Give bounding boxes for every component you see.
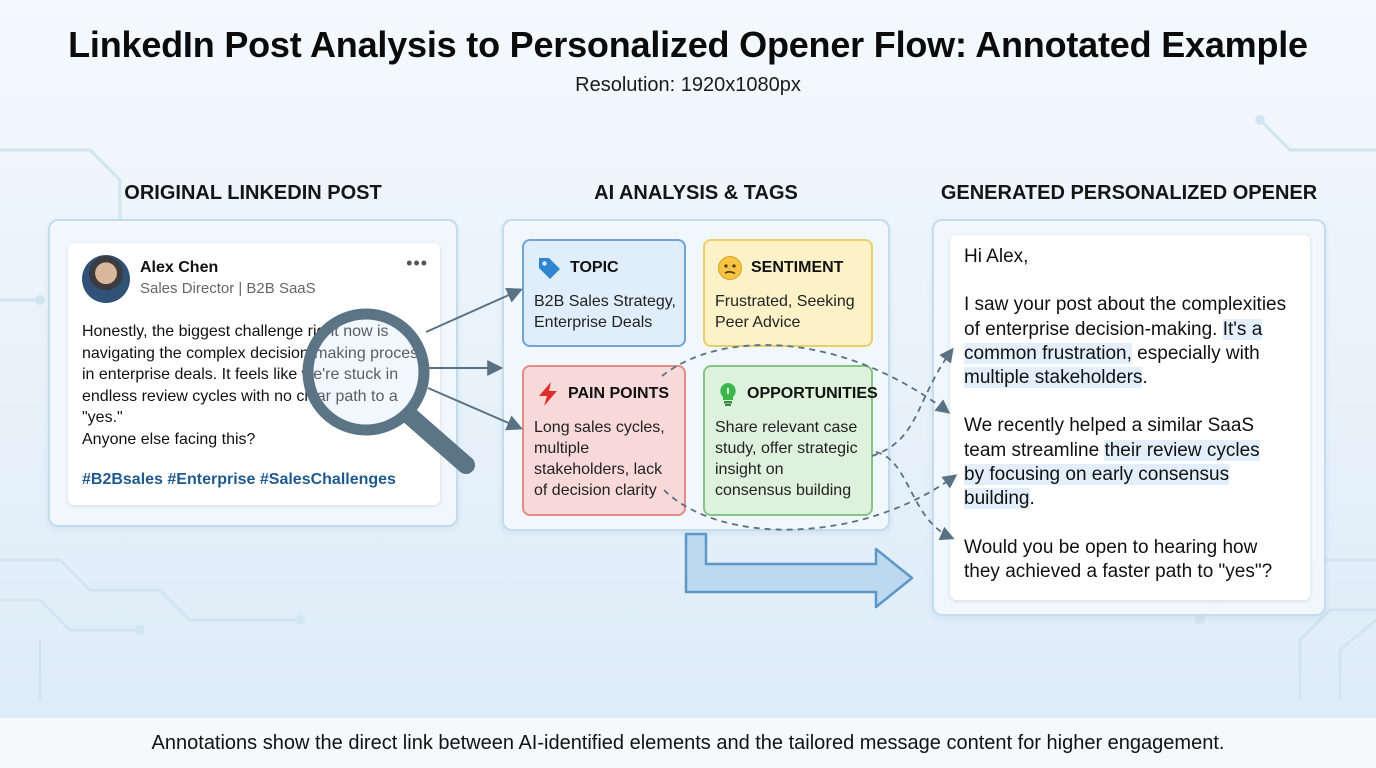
more-horizontal-icon[interactable]: •••	[406, 253, 428, 273]
opener-greeting: Hi Alex,	[964, 246, 1029, 267]
post-author-title: Sales Director | B2B SaaS	[140, 280, 316, 297]
highlighted-phrase: multiple stakeholders	[964, 367, 1143, 389]
opener-text-fragment: especially with	[1131, 342, 1260, 364]
sentiment-body: Frustrated, Seeking Peer Advice	[715, 291, 855, 333]
confused-face-icon	[718, 256, 742, 280]
tag-line: Long sales cycles,	[534, 419, 665, 436]
opener-line: team streamline their review cycles	[964, 439, 1304, 463]
highlighted-phrase: It's a	[1222, 318, 1263, 340]
tag-line: Peer Advice	[715, 314, 801, 331]
opener-line: by focusing on early consensus	[964, 463, 1304, 487]
pain-points-tag-card[interactable]: PAIN POINTS Long sales cycles, multiple …	[522, 365, 686, 516]
tag-line: Frustrated, Seeking	[715, 293, 855, 310]
post-line: Anyone else facing this?	[82, 430, 256, 448]
footer-caption: Annotations show the direct link between…	[0, 718, 1376, 768]
post-line: "yes."	[82, 409, 123, 426]
tag-line: Enterprise Deals	[534, 314, 653, 331]
sentiment-label: SENTIMENT	[751, 259, 844, 276]
opener-line: common frustration, especially with	[964, 342, 1304, 366]
tag-line: multiple	[534, 440, 590, 457]
avatar[interactable]	[82, 255, 130, 303]
page-title: LinkedIn Post Analysis to Personalized O…	[68, 24, 1308, 65]
topic-body: B2B Sales Strategy, Enterprise Deals	[534, 291, 676, 333]
flow-arrow-icon	[684, 532, 914, 609]
opener-message-card[interactable]: Hi Alex, I saw your post about the compl…	[950, 235, 1310, 600]
post-author[interactable]: Alex Chen	[140, 259, 219, 276]
post-line: Honestly, the biggest challenge right no…	[82, 323, 389, 340]
sentiment-tag-card[interactable]: SENTIMENT Frustrated, Seeking Peer Advic…	[703, 239, 873, 347]
post-body: Honestly, the biggest challenge right no…	[82, 321, 428, 450]
opener-text-fragment: .	[1029, 488, 1035, 510]
opener-line: they achieved a faster path to "yes"?	[964, 560, 1273, 582]
opener-line: We recently helped a similar SaaS	[964, 415, 1255, 437]
linkedin-post-card[interactable]: Alex Chen Sales Director | B2B SaaS ••• …	[68, 243, 440, 505]
page-subtitle: Resolution: 1920x1080px	[575, 74, 801, 96]
opener-paragraph-2: We recently helped a similar SaaS team s…	[964, 414, 1304, 511]
analysis-panel: TOPIC B2B Sales Strategy, Enterprise Dea…	[502, 219, 890, 531]
lightning-bolt-icon	[539, 382, 557, 406]
opener-line: Would you be open to hearing how	[964, 536, 1258, 558]
highlighted-phrase: building	[964, 488, 1030, 510]
opener-line: I saw your post about the complexities	[964, 294, 1287, 316]
opener-line: building.	[964, 487, 1304, 511]
tag-line: B2B Sales Strategy,	[534, 293, 676, 310]
post-line: endless review cycles with no clear path…	[82, 387, 398, 405]
opener-paragraph-3: Would you be open to hearing how they ac…	[964, 536, 1304, 585]
tag-line: study, offer strategic	[715, 440, 858, 457]
tag-line: stakeholders, lack	[534, 461, 663, 478]
opener-column-heading: GENERATED PERSONALIZED OPENER	[940, 182, 1318, 204]
highlighted-phrase: by focusing on early consensus	[964, 464, 1230, 486]
tag-icon	[539, 258, 560, 279]
opener-paragraph-1: I saw your post about the complexities o…	[964, 293, 1304, 390]
pain-points-body: Long sales cycles, multiple stakeholders…	[534, 417, 665, 501]
opener-panel: Hi Alex, I saw your post about the compl…	[932, 219, 1326, 616]
topic-tag-card[interactable]: TOPIC B2B Sales Strategy, Enterprise Dea…	[522, 239, 686, 347]
post-column-heading: ORIGINAL LINKEDIN POST	[124, 182, 382, 204]
tag-line: consensus building	[715, 482, 852, 499]
post-line: navigating the complex decision-making p…	[82, 344, 419, 362]
opener-line: multiple stakeholders.	[964, 366, 1304, 390]
lightbulb-icon	[720, 383, 736, 406]
opener-text-fragment: .	[1142, 367, 1148, 389]
pain-points-label: PAIN POINTS	[568, 385, 670, 402]
tag-line: insight on	[715, 461, 784, 478]
opener-message: Hi Alex, I saw your post about the compl…	[964, 245, 1304, 584]
tag-line: Share relevant case	[715, 419, 858, 436]
tag-line: of decision clarity	[534, 482, 657, 499]
post-panel: Alex Chen Sales Director | B2B SaaS ••• …	[48, 219, 458, 527]
post-line: in enterprise deals. It feels like we're…	[82, 366, 399, 383]
opener-line: of enterprise decision-making. It's a	[964, 318, 1304, 342]
opener-text-fragment: of enterprise decision-making.	[964, 318, 1223, 340]
opportunities-label: OPPORTUNITIES	[747, 385, 878, 402]
analysis-column-heading: AI ANALYSIS & TAGS	[594, 182, 798, 204]
topic-label: TOPIC	[570, 259, 619, 276]
post-hashtags[interactable]: #B2Bsales #Enterprise #SalesChallenges	[82, 471, 396, 488]
highlighted-phrase: their review cycles	[1104, 439, 1260, 461]
opener-text-fragment: team streamline	[964, 439, 1105, 461]
highlighted-phrase: common frustration,	[964, 342, 1132, 364]
opportunities-body: Share relevant case study, offer strateg…	[715, 417, 858, 501]
opportunities-tag-card[interactable]: OPPORTUNITIES Share relevant case study,…	[703, 365, 878, 516]
